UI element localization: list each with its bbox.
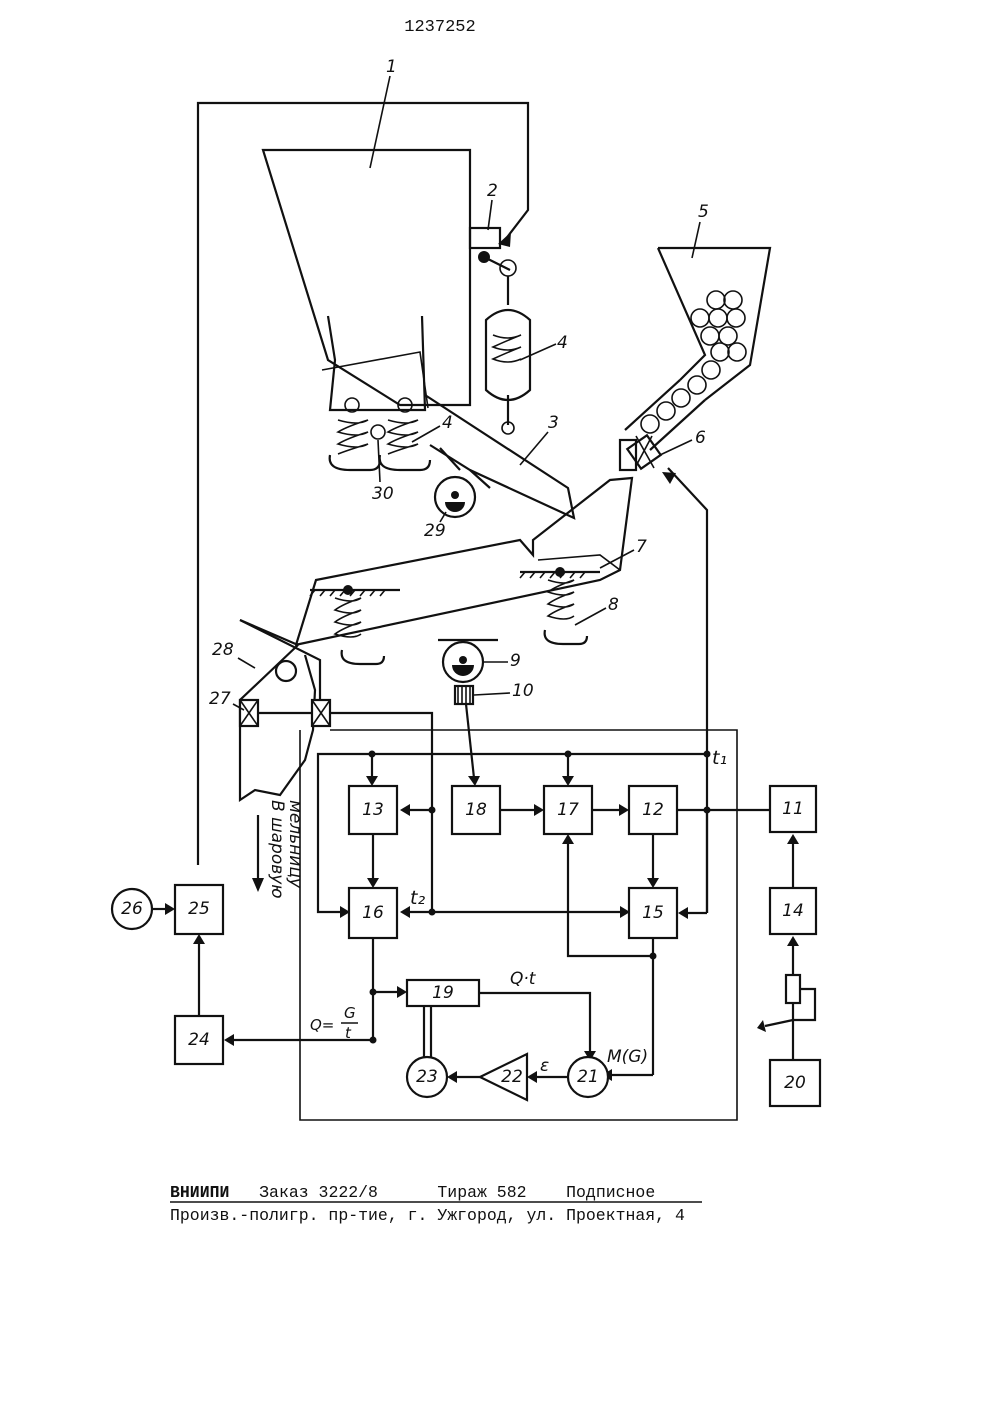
- block-17: 17: [544, 786, 592, 834]
- outlet-label-line1: В шаровую: [267, 800, 287, 899]
- svg-text:10: 10: [512, 681, 534, 701]
- svg-text:5: 5: [698, 202, 709, 222]
- svg-text:24: 24: [188, 1030, 210, 1050]
- amplifier-22: 22: [447, 1054, 527, 1100]
- weight-sensor-spring: [486, 310, 530, 400]
- svg-text:21: 21: [577, 1067, 599, 1087]
- svg-text:28: 28: [212, 640, 234, 660]
- block-15-outputs: [562, 834, 657, 1081]
- svg-text:25: 25: [188, 899, 210, 919]
- vibrator-drive: [435, 477, 475, 517]
- svg-text:1: 1: [386, 57, 397, 77]
- svg-text:30: 30: [372, 484, 394, 504]
- block-20: 20: [770, 1060, 820, 1106]
- svg-text:Q·t: Q·t: [510, 969, 537, 989]
- svg-text:19: 19: [432, 983, 454, 1003]
- motor-shaft: [424, 1006, 431, 1058]
- block-11: 11: [770, 786, 816, 888]
- block-15: 15: [629, 888, 677, 938]
- svg-text:15: 15: [642, 903, 664, 923]
- svg-text:18: 18: [465, 800, 487, 820]
- svg-text:t₁: t₁: [712, 747, 727, 769]
- svg-text:G: G: [344, 1004, 356, 1022]
- footer-circulation: Тираж 582: [437, 1183, 526, 1202]
- part-labels: 1 2 3 4 4 5 6 7 8 9 10 28 27 29: [209, 57, 709, 710]
- flow-sensor: [240, 700, 330, 726]
- svg-text:22: 22: [501, 1067, 523, 1087]
- feed-hopper: [263, 150, 470, 405]
- svg-text:8: 8: [608, 595, 619, 615]
- svg-text:9: 9: [510, 651, 521, 671]
- svg-text:2: 2: [487, 181, 498, 201]
- svg-text:4: 4: [442, 413, 453, 433]
- block-16: 16: [349, 888, 397, 938]
- block-12: 12: [629, 786, 677, 834]
- svg-text:4: 4: [557, 333, 568, 353]
- publication-footer-line1: ВНИИПИ Заказ 3222/8 Тираж 582 Подписное: [170, 1183, 655, 1202]
- svg-text:ε: ε: [540, 1056, 549, 1076]
- tacho-signal-line: [466, 704, 480, 786]
- svg-text:29: 29: [424, 521, 446, 541]
- setpoint-26: 26: [112, 889, 175, 929]
- weighing-bunker: [322, 316, 428, 412]
- svg-text:27: 27: [209, 689, 231, 709]
- outlet-label-line2: мельницу: [285, 800, 305, 889]
- block-25: 25: [175, 885, 223, 934]
- footer-subscription: Подписное: [566, 1183, 655, 1202]
- svg-text:11: 11: [782, 799, 804, 819]
- block-24: 24: [175, 934, 223, 1064]
- svg-text:20: 20: [784, 1073, 806, 1093]
- svg-text:23: 23: [416, 1067, 438, 1087]
- svg-text:t₂: t₂: [410, 887, 425, 909]
- svg-text:13: 13: [362, 800, 384, 820]
- svg-text:12: 12: [642, 800, 664, 820]
- footer-order: Заказ 3222/8: [259, 1183, 378, 1202]
- svg-text:26: 26: [121, 899, 143, 919]
- outlet-arrow: В шаровую мельницу: [252, 800, 305, 899]
- footer-printer: Произв.-полигр. пр-тие, г. Ужгород, ул. …: [170, 1206, 685, 1225]
- svg-text:Q=: Q=: [310, 1016, 334, 1034]
- actuator-feedback-line: [198, 103, 528, 865]
- svg-text:6: 6: [695, 428, 706, 448]
- block-13: 13: [349, 786, 397, 834]
- motor-23: 23: [407, 1057, 447, 1097]
- block-19: 19: [407, 980, 596, 1061]
- svg-text:14: 14: [782, 901, 804, 921]
- footer-org: ВНИИПИ: [170, 1183, 229, 1202]
- ball-hopper: [625, 248, 770, 450]
- block-links-vertical: [367, 834, 659, 888]
- svg-text:7: 7: [636, 537, 647, 557]
- svg-text:3: 3: [548, 413, 559, 433]
- svg-text:M(G): M(G): [607, 1047, 648, 1067]
- valve-control-line: [662, 468, 707, 913]
- potentiometer: [757, 975, 815, 1032]
- svg-text:17: 17: [557, 800, 579, 820]
- svg-text:16: 16: [362, 903, 384, 923]
- ball-dosing-valve: [620, 435, 661, 470]
- publication-footer-line2: Произв.-полигр. пр-тие, г. Ужгород, ул. …: [170, 1206, 685, 1225]
- block-18: 18: [452, 786, 500, 834]
